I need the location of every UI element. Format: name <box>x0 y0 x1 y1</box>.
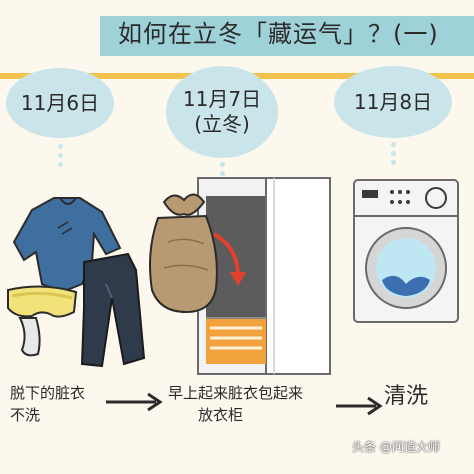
pants-icon <box>80 252 146 368</box>
underwear-icon <box>7 285 78 318</box>
thought-dots-2 <box>219 162 225 180</box>
date-bubble-2: 11月7日 (立冬) <box>166 66 278 158</box>
step2-caption: 早上起来脏衣包起来 放衣柜 <box>168 382 303 426</box>
title-band <box>100 16 474 56</box>
date-sublabel-2: (立冬) <box>194 112 250 136</box>
washing-machine-illustration <box>353 179 459 323</box>
watermark: 头条 @问道大师 <box>352 440 440 454</box>
step1-caption-line2: 不洗 <box>10 406 41 424</box>
laundry-bag-icon <box>149 193 218 314</box>
sock-icon <box>18 317 41 357</box>
thought-dots-1 <box>57 144 63 171</box>
arrow-icon <box>106 392 163 412</box>
wardrobe-scene-illustration <box>149 177 331 375</box>
date-bubble-3: 11月8日 <box>334 66 452 138</box>
step3-caption: 清洗 <box>384 384 429 409</box>
washing-machine-icon <box>353 179 459 323</box>
step1-caption: 脱下的脏衣 不洗 <box>10 382 85 426</box>
date-label-1: 11月6日 <box>20 90 100 115</box>
date-label-3: 11月8日 <box>353 89 433 114</box>
arrow-icon <box>212 232 246 286</box>
arrow-icon <box>336 396 383 416</box>
date-bubble-1: 11月6日 <box>6 68 114 138</box>
step2-caption-line1: 早上起来脏衣包起来 <box>168 384 304 402</box>
page-title: 如何在立冬「藏运气」？(一) <box>118 20 439 48</box>
dirty-clothes-illustration <box>7 197 146 368</box>
step2-caption-line2: 放衣柜 <box>198 406 244 424</box>
date-label-2: 11月7日 <box>182 87 262 111</box>
thought-dots-3 <box>390 142 396 169</box>
step1-caption-line1: 脱下的脏衣 <box>10 384 86 402</box>
